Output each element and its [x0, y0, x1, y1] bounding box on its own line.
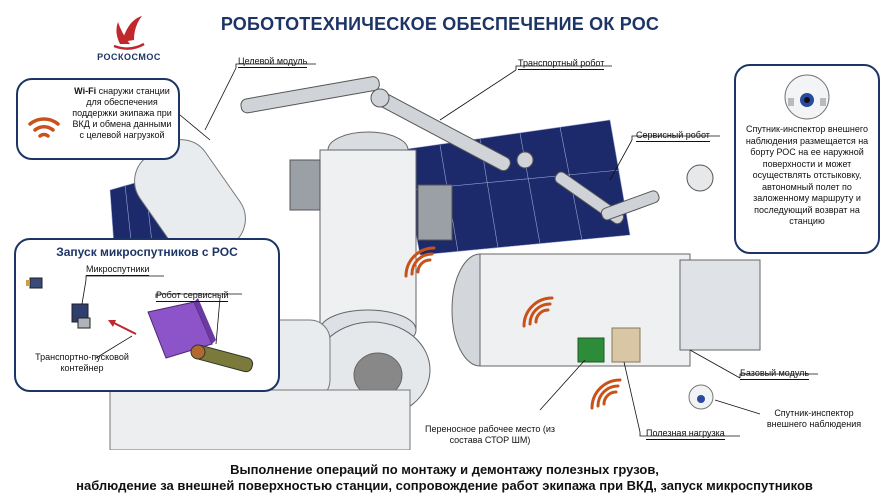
leader-lines [173, 63, 818, 437]
inspector-satellite-small [688, 384, 714, 410]
label-inspector-sat: Спутник-инспектор внешнего наблюдения [766, 408, 862, 429]
equipment-box [417, 184, 453, 241]
label-transport-robot: Транспортный робот [518, 58, 605, 70]
wifi-callout-text: Wi-Fi снаружи станции для обеспечения по… [70, 86, 174, 141]
equipment-box [289, 159, 321, 211]
transport-robot-arm [240, 76, 534, 172]
microsat-icon [26, 277, 91, 329]
microsat-callout: Запуск микроспутников с РОС [14, 238, 280, 392]
label-base-module: Базовый модуль [740, 368, 810, 380]
label-container: Транспортно-пусковой контейнер [35, 352, 129, 373]
wifi-callout: Wi-Fi снаружи станции для обеспечения по… [16, 78, 180, 160]
service-robot-mini [190, 344, 254, 373]
central-module [313, 131, 431, 419]
wifi-desc: снаружи станции для обеспечения поддержк… [72, 86, 172, 140]
wifi-bold: Wi-Fi [74, 86, 97, 96]
label-service-robot: Сервисный робот [636, 130, 710, 142]
label-workplace: Переносное рабочее место (из состава СТО… [425, 424, 555, 445]
roscosmos-logo [84, 14, 174, 64]
station-illustration [109, 63, 818, 450]
footer-line-1: Выполнение операций по монтажу и демонта… [230, 462, 659, 477]
microsat-illustration [26, 275, 254, 373]
container-purple [147, 298, 216, 359]
footer-line-2: наблюдение за внешней поверхностью станц… [76, 478, 813, 493]
logo-text: РОСКОСМОС [97, 52, 161, 62]
label-microsats: Микроспутники [86, 264, 150, 276]
service-robot-arm [554, 164, 714, 225]
wifi-icon [24, 112, 64, 147]
workplace-green [577, 337, 605, 363]
wifi-icon [404, 246, 622, 410]
label-target-module: Целевой модуль [238, 56, 308, 68]
inspector-callout-text: Спутник-инспектор внешнего наблюдения ра… [745, 124, 869, 226]
page-title: РОБОТОТЕХНИЧЕСКОЕ ОБЕСПЕЧЕНИЕ ОК РОС [220, 14, 660, 34]
label-payload: Полезная нагрузка [646, 428, 725, 440]
base-module [451, 253, 761, 367]
inspector-satellite-icon [784, 74, 830, 120]
inspector-callout: Спутник-инспектор внешнего наблюдения ра… [734, 64, 880, 254]
microsat-title: Запуск микроспутников с РОС [56, 245, 238, 259]
label-robot-service: Робот сервисный [156, 290, 229, 302]
payload-box [611, 327, 641, 363]
